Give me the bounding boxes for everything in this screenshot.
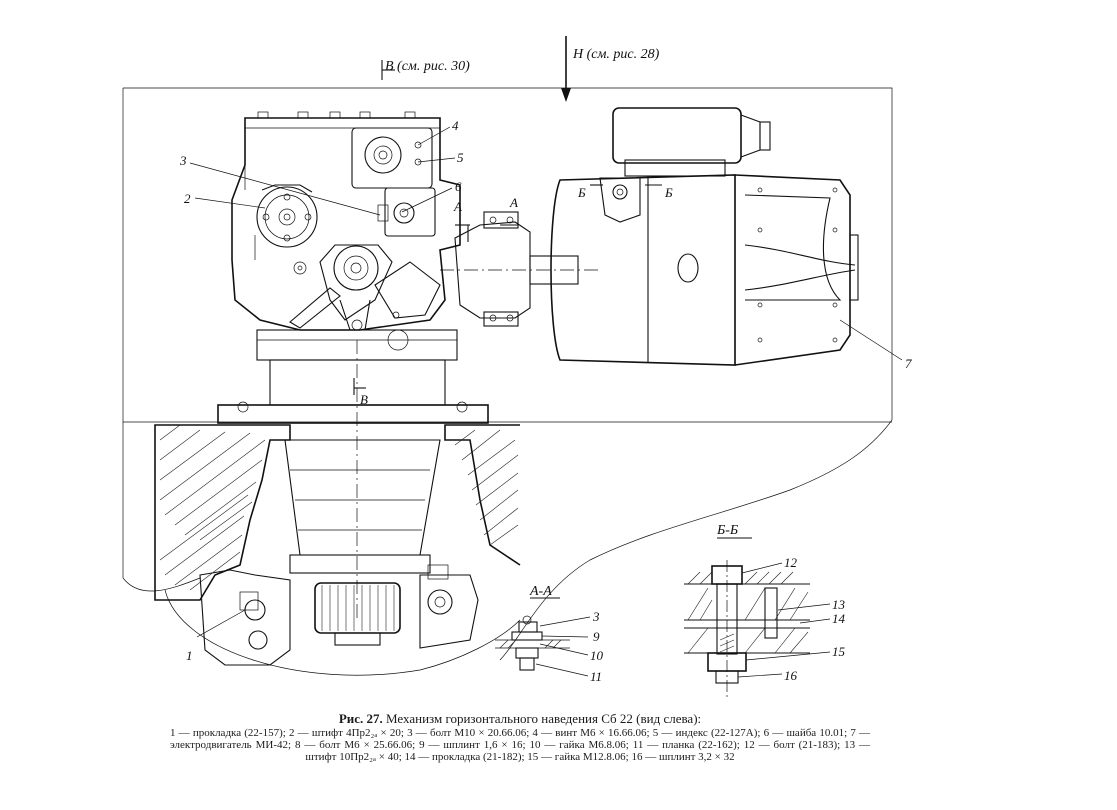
callout-3: 3 [179, 153, 187, 168]
callout-7: 7 [905, 356, 912, 371]
caption-legend: 1 — прокладка (22-157); 2 — штифт 4Пр2₂ₐ… [170, 727, 870, 763]
view-h-label: Н (см. рис. 28) [572, 47, 660, 62]
base-column: В [217, 329, 489, 620]
callout-9: 9 [593, 629, 600, 644]
section-mark-a-left: А [453, 199, 462, 214]
callout-4: 4 [452, 118, 459, 133]
view-arrow-h: Н (см. рис. 28) [561, 36, 660, 102]
section-title-bb: Б-Б [716, 523, 738, 538]
caption-figure-title: Механизм горизонтального наведения Сб 22… [386, 711, 702, 726]
figure-caption: Рис. 27. Механизм горизонтального наведе… [170, 711, 870, 763]
mechanism-drawing: В (см. рис. 30) Н (см. рис. 28) [122, 36, 912, 700]
callout-6: 6 [455, 179, 462, 194]
section-bb: Б-Б [684, 523, 810, 700]
callout-aa-3: 3 [592, 609, 600, 624]
section-mark-a-right: А [509, 195, 518, 210]
callout-15: 15 [832, 644, 846, 659]
callout-12: 12 [784, 555, 798, 570]
callout-2: 2 [184, 191, 191, 206]
callout-14: 14 [832, 611, 846, 626]
caption-figure-number: Рис. 27. [338, 711, 383, 726]
callout-11: 11 [590, 669, 602, 684]
lower-section [154, 424, 521, 676]
section-mark-v: В [360, 392, 368, 407]
gearbox-housing [231, 111, 461, 351]
section-mark-b-left: Б [577, 185, 586, 200]
section-aa: А-А [495, 584, 570, 671]
callout-5: 5 [457, 150, 464, 165]
electric-motor: Б Б [550, 107, 859, 366]
callout-1: 1 [186, 648, 193, 663]
callout-10: 10 [590, 648, 604, 663]
view-b-label: В (см. рис. 30) [385, 59, 470, 74]
leader-lines [189, 126, 903, 678]
callout-16: 16 [784, 668, 798, 683]
frame-lines [122, 87, 893, 661]
section-mark-b-right: Б [664, 185, 673, 200]
callout-13: 13 [832, 597, 846, 612]
coupling-housing: А А [440, 195, 600, 327]
caption-title: Рис. 27. Механизм горизонтального наведе… [170, 711, 870, 726]
section-title-aa: А-А [529, 584, 552, 599]
view-arrow-b: В (см. рис. 30) [381, 59, 470, 80]
callouts: 1 2 3 4 5 6 7 3 9 10 11 12 13 14 15 16 [179, 118, 912, 684]
